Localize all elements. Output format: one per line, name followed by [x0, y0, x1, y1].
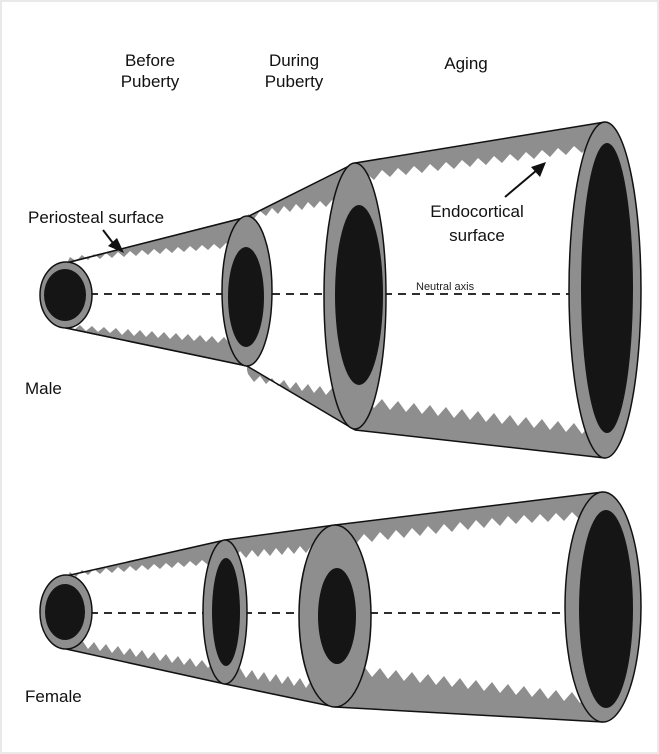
column-during-puberty: During Puberty — [236, 50, 352, 92]
column-before-line-2: Puberty — [92, 71, 208, 92]
female-cross-section-during — [203, 540, 247, 684]
column-aging: Aging — [410, 53, 522, 74]
female-taper-aging — [335, 492, 603, 722]
male-cross-section-before — [40, 262, 92, 328]
male-taper-aging — [355, 122, 605, 458]
male-label: Male — [25, 378, 62, 399]
male-cross-section-aging-start — [324, 163, 386, 429]
female-cross-section-aging-start — [299, 525, 371, 707]
column-during-line-1: During — [236, 50, 352, 71]
column-before-puberty: Before Puberty — [92, 50, 208, 92]
endocortical-line-1: Endocortical — [412, 200, 542, 224]
periosteal-arrow — [103, 230, 124, 253]
male-cross-section-aging-end — [569, 122, 641, 458]
male-taper-before-during — [66, 217, 247, 366]
female-bone — [40, 492, 641, 722]
female-label: Female — [25, 686, 82, 707]
periosteal-surface-label: Periosteal surface — [28, 207, 164, 228]
column-during-line-2: Puberty — [236, 71, 352, 92]
male-bone — [40, 122, 641, 458]
endocortical-line-2: surface — [412, 224, 542, 248]
neutral-axis-label: Neutral axis — [416, 281, 474, 294]
endocortical-surface-label: Endocortical surface — [412, 200, 542, 248]
female-cross-section-aging-end — [565, 492, 641, 722]
male-cross-section-during — [222, 216, 272, 366]
column-before-line-1: Before — [92, 50, 208, 71]
female-cross-section-before — [40, 575, 92, 649]
